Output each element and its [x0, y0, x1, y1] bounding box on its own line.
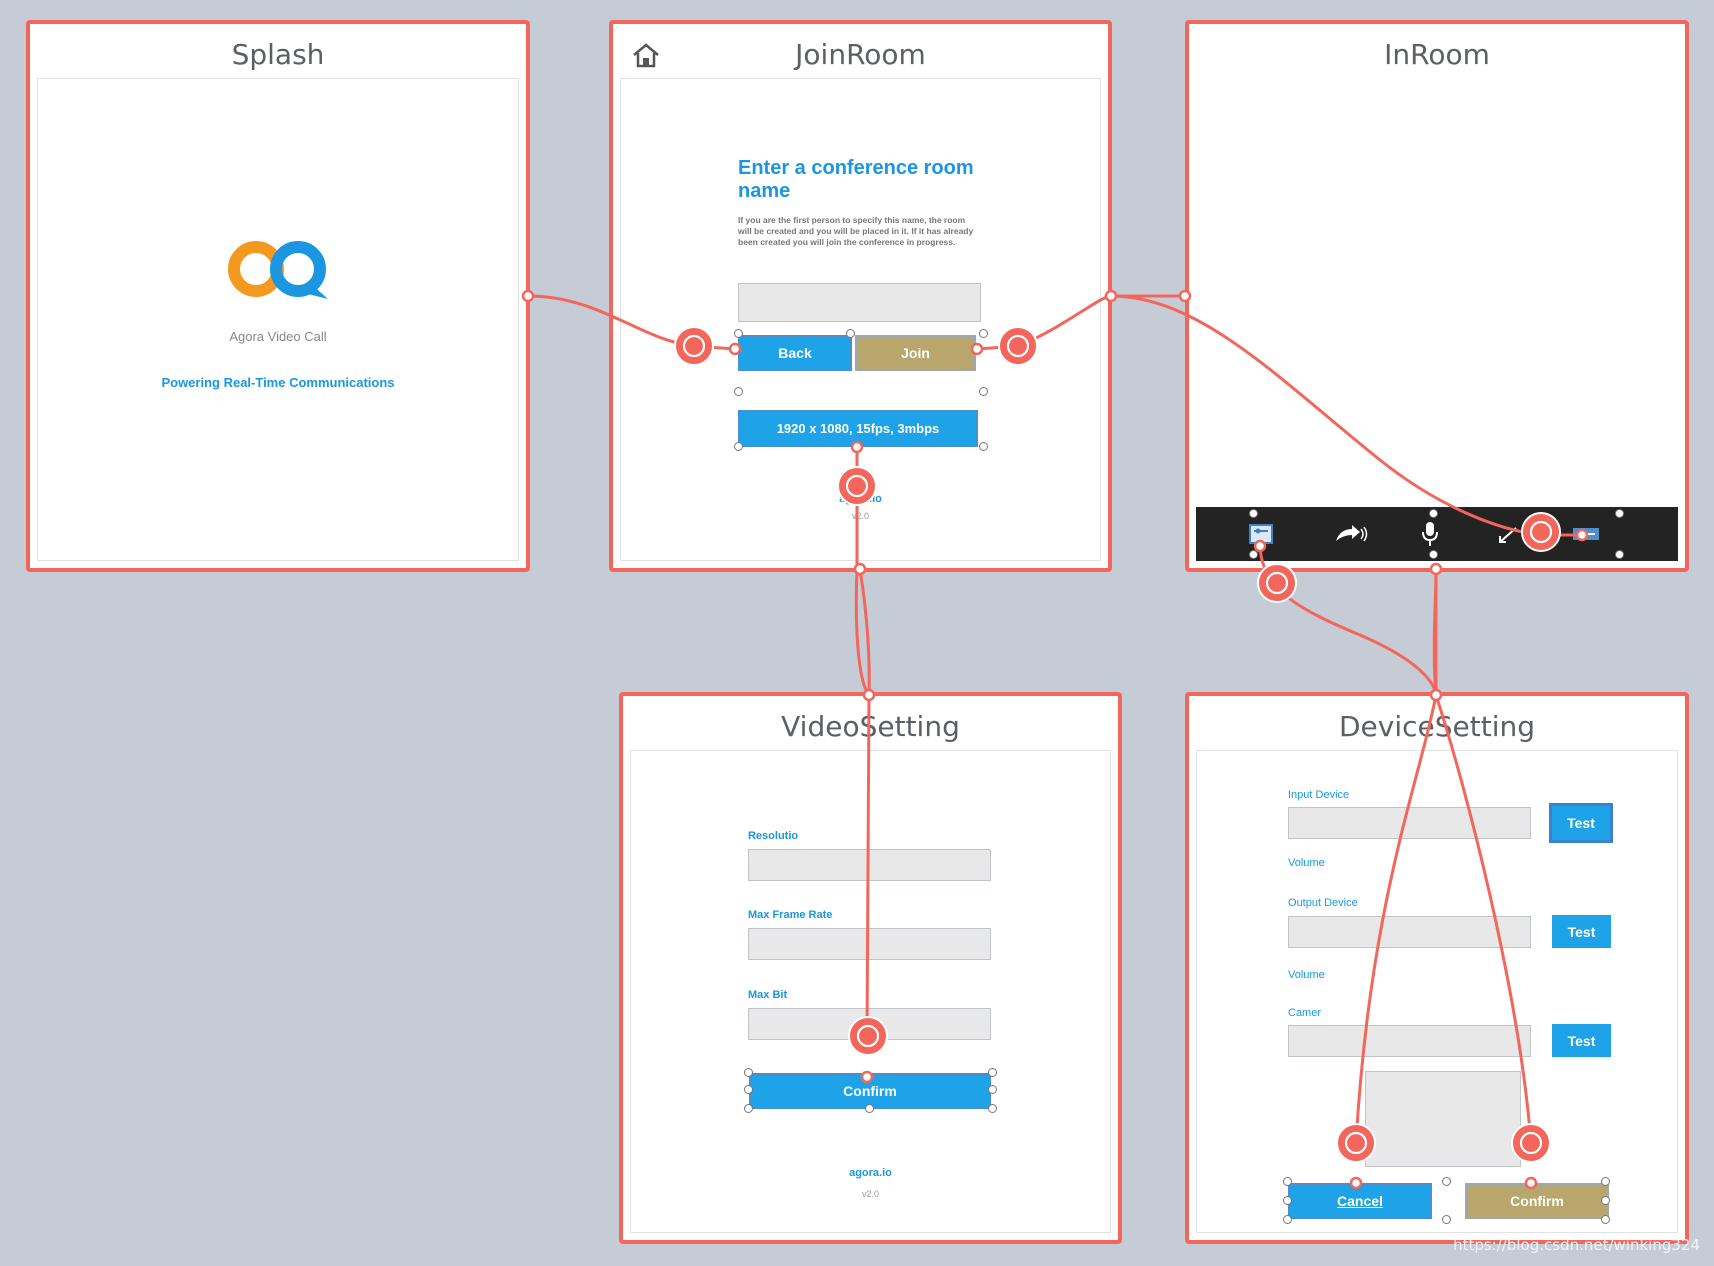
camera-label: Camer: [1288, 1007, 1322, 1019]
selection-handle[interactable]: [744, 1104, 753, 1113]
selection-handle[interactable]: [988, 1104, 997, 1113]
bitrate-label: Max Bit: [748, 989, 788, 1001]
selection-handle[interactable]: [1442, 1215, 1451, 1224]
room-name-input[interactable]: [738, 283, 981, 322]
input-device-label: Input Device: [1288, 789, 1350, 801]
camera-field[interactable]: [1288, 1025, 1531, 1057]
selection-handle[interactable]: [1601, 1215, 1610, 1224]
selection-handle[interactable]: [1249, 550, 1258, 559]
selection-handle[interactable]: [1615, 550, 1624, 559]
tagline: Powering Real-Time Communications: [161, 375, 395, 390]
agora-logo: [228, 241, 328, 299]
selection-handle[interactable]: [979, 442, 988, 451]
selection-handle[interactable]: [1283, 1196, 1292, 1205]
camera-preview: [1365, 1071, 1521, 1167]
settings-icon[interactable]: [1248, 523, 1276, 545]
back-button[interactable]: Back: [738, 335, 852, 371]
app-name: Agora Video Call: [229, 329, 327, 344]
input-test-button[interactable]: Test: [1549, 803, 1613, 843]
selection-handle[interactable]: [979, 329, 988, 338]
footer-link[interactable]: agora.io: [839, 493, 882, 505]
footer-link[interactable]: agora.io: [849, 1167, 892, 1179]
selection-handle[interactable]: [988, 1085, 997, 1094]
devicesetting-scene[interactable]: DeviceSetting Input Device Test Volume O…: [1185, 692, 1689, 1244]
frame-rate-field[interactable]: [748, 928, 991, 960]
scene-title: InRoom: [1384, 38, 1490, 71]
selection-handle[interactable]: [734, 329, 743, 338]
selection-handle[interactable]: [744, 1085, 753, 1094]
scene-canvas: [1196, 78, 1678, 561]
video-setting-button[interactable]: 1920 x 1080, 15fps, 3mbps: [738, 410, 978, 447]
selection-handle[interactable]: [1442, 1177, 1451, 1186]
page-heading: Enter a conference room name: [738, 157, 974, 202]
resolution-field[interactable]: [748, 849, 991, 881]
output-device-field[interactable]: [1288, 916, 1531, 948]
selection-handle[interactable]: [1601, 1177, 1610, 1186]
selection-handle[interactable]: [1429, 550, 1438, 559]
watermark: https://blog.csdn.net/winking324: [1453, 1236, 1700, 1254]
output-test-button[interactable]: Test: [1552, 915, 1611, 948]
scene-title: Splash: [231, 38, 325, 71]
selection-handle[interactable]: [865, 1104, 874, 1113]
frame-rate-label: Max Frame Rate: [748, 909, 833, 921]
confirm-button[interactable]: Confirm: [1465, 1183, 1609, 1219]
selection-handle[interactable]: [1283, 1215, 1292, 1224]
selection-handle[interactable]: [1429, 509, 1438, 518]
scene-canvas: Agora Video Call Powering Real-Time Comm…: [37, 78, 519, 561]
output-volume-label: Volume: [1288, 969, 1325, 981]
selection-handle[interactable]: [846, 329, 855, 338]
selection-handle[interactable]: [988, 1068, 997, 1077]
scene-title: DeviceSetting: [1338, 710, 1535, 743]
hangup-icon[interactable]: [1571, 525, 1601, 543]
input-volume-label: Volume: [1288, 857, 1325, 869]
scene-title: VideoSetting: [781, 710, 960, 743]
selection-handle[interactable]: [734, 442, 743, 451]
selection-handle[interactable]: [1601, 1196, 1610, 1205]
version-label: v2.0: [861, 1189, 879, 1199]
call-toolbar: [1196, 507, 1678, 561]
selection-handle[interactable]: [1283, 1177, 1292, 1186]
selection-handle[interactable]: [1249, 509, 1258, 518]
scene-canvas: Resolutio Max Frame Rate Max Bit Confirm…: [630, 750, 1111, 1233]
bitrate-field[interactable]: [748, 1008, 991, 1040]
selection-handle[interactable]: [979, 387, 988, 396]
joinroom-scene[interactable]: JoinRoom Enter a conference room name If…: [609, 20, 1112, 572]
share-screen-icon[interactable]: [1334, 523, 1368, 545]
selection-handle[interactable]: [734, 387, 743, 396]
selection-handle[interactable]: [1615, 509, 1624, 518]
scene-canvas: Enter a conference room name If you are …: [620, 78, 1101, 561]
output-device-label: Output Device: [1288, 897, 1358, 909]
resolution-label: Resolutio: [748, 830, 799, 842]
selection-handle[interactable]: [744, 1068, 753, 1077]
microphone-icon[interactable]: [1421, 521, 1439, 547]
room-description: If you are the first person to specify t…: [738, 215, 974, 247]
inroom-scene[interactable]: InRoom: [1185, 20, 1689, 572]
camera-test-button[interactable]: Test: [1552, 1024, 1611, 1057]
scene-title: JoinRoom: [795, 38, 926, 71]
scene-canvas: Input Device Test Volume Output Device T…: [1196, 750, 1678, 1233]
home-icon[interactable]: [631, 42, 661, 68]
input-device-field[interactable]: [1288, 807, 1531, 839]
cancel-button[interactable]: Cancel: [1288, 1183, 1432, 1219]
videosetting-scene[interactable]: VideoSetting Resolutio Max Frame Rate Ma…: [619, 692, 1122, 1244]
version-label: v2.0: [851, 511, 869, 521]
splash-scene[interactable]: Splash Agora Video Call Powering Real-Ti…: [26, 20, 530, 572]
join-button[interactable]: Join: [855, 335, 976, 371]
fullscreen-icon[interactable]: [1497, 525, 1519, 545]
